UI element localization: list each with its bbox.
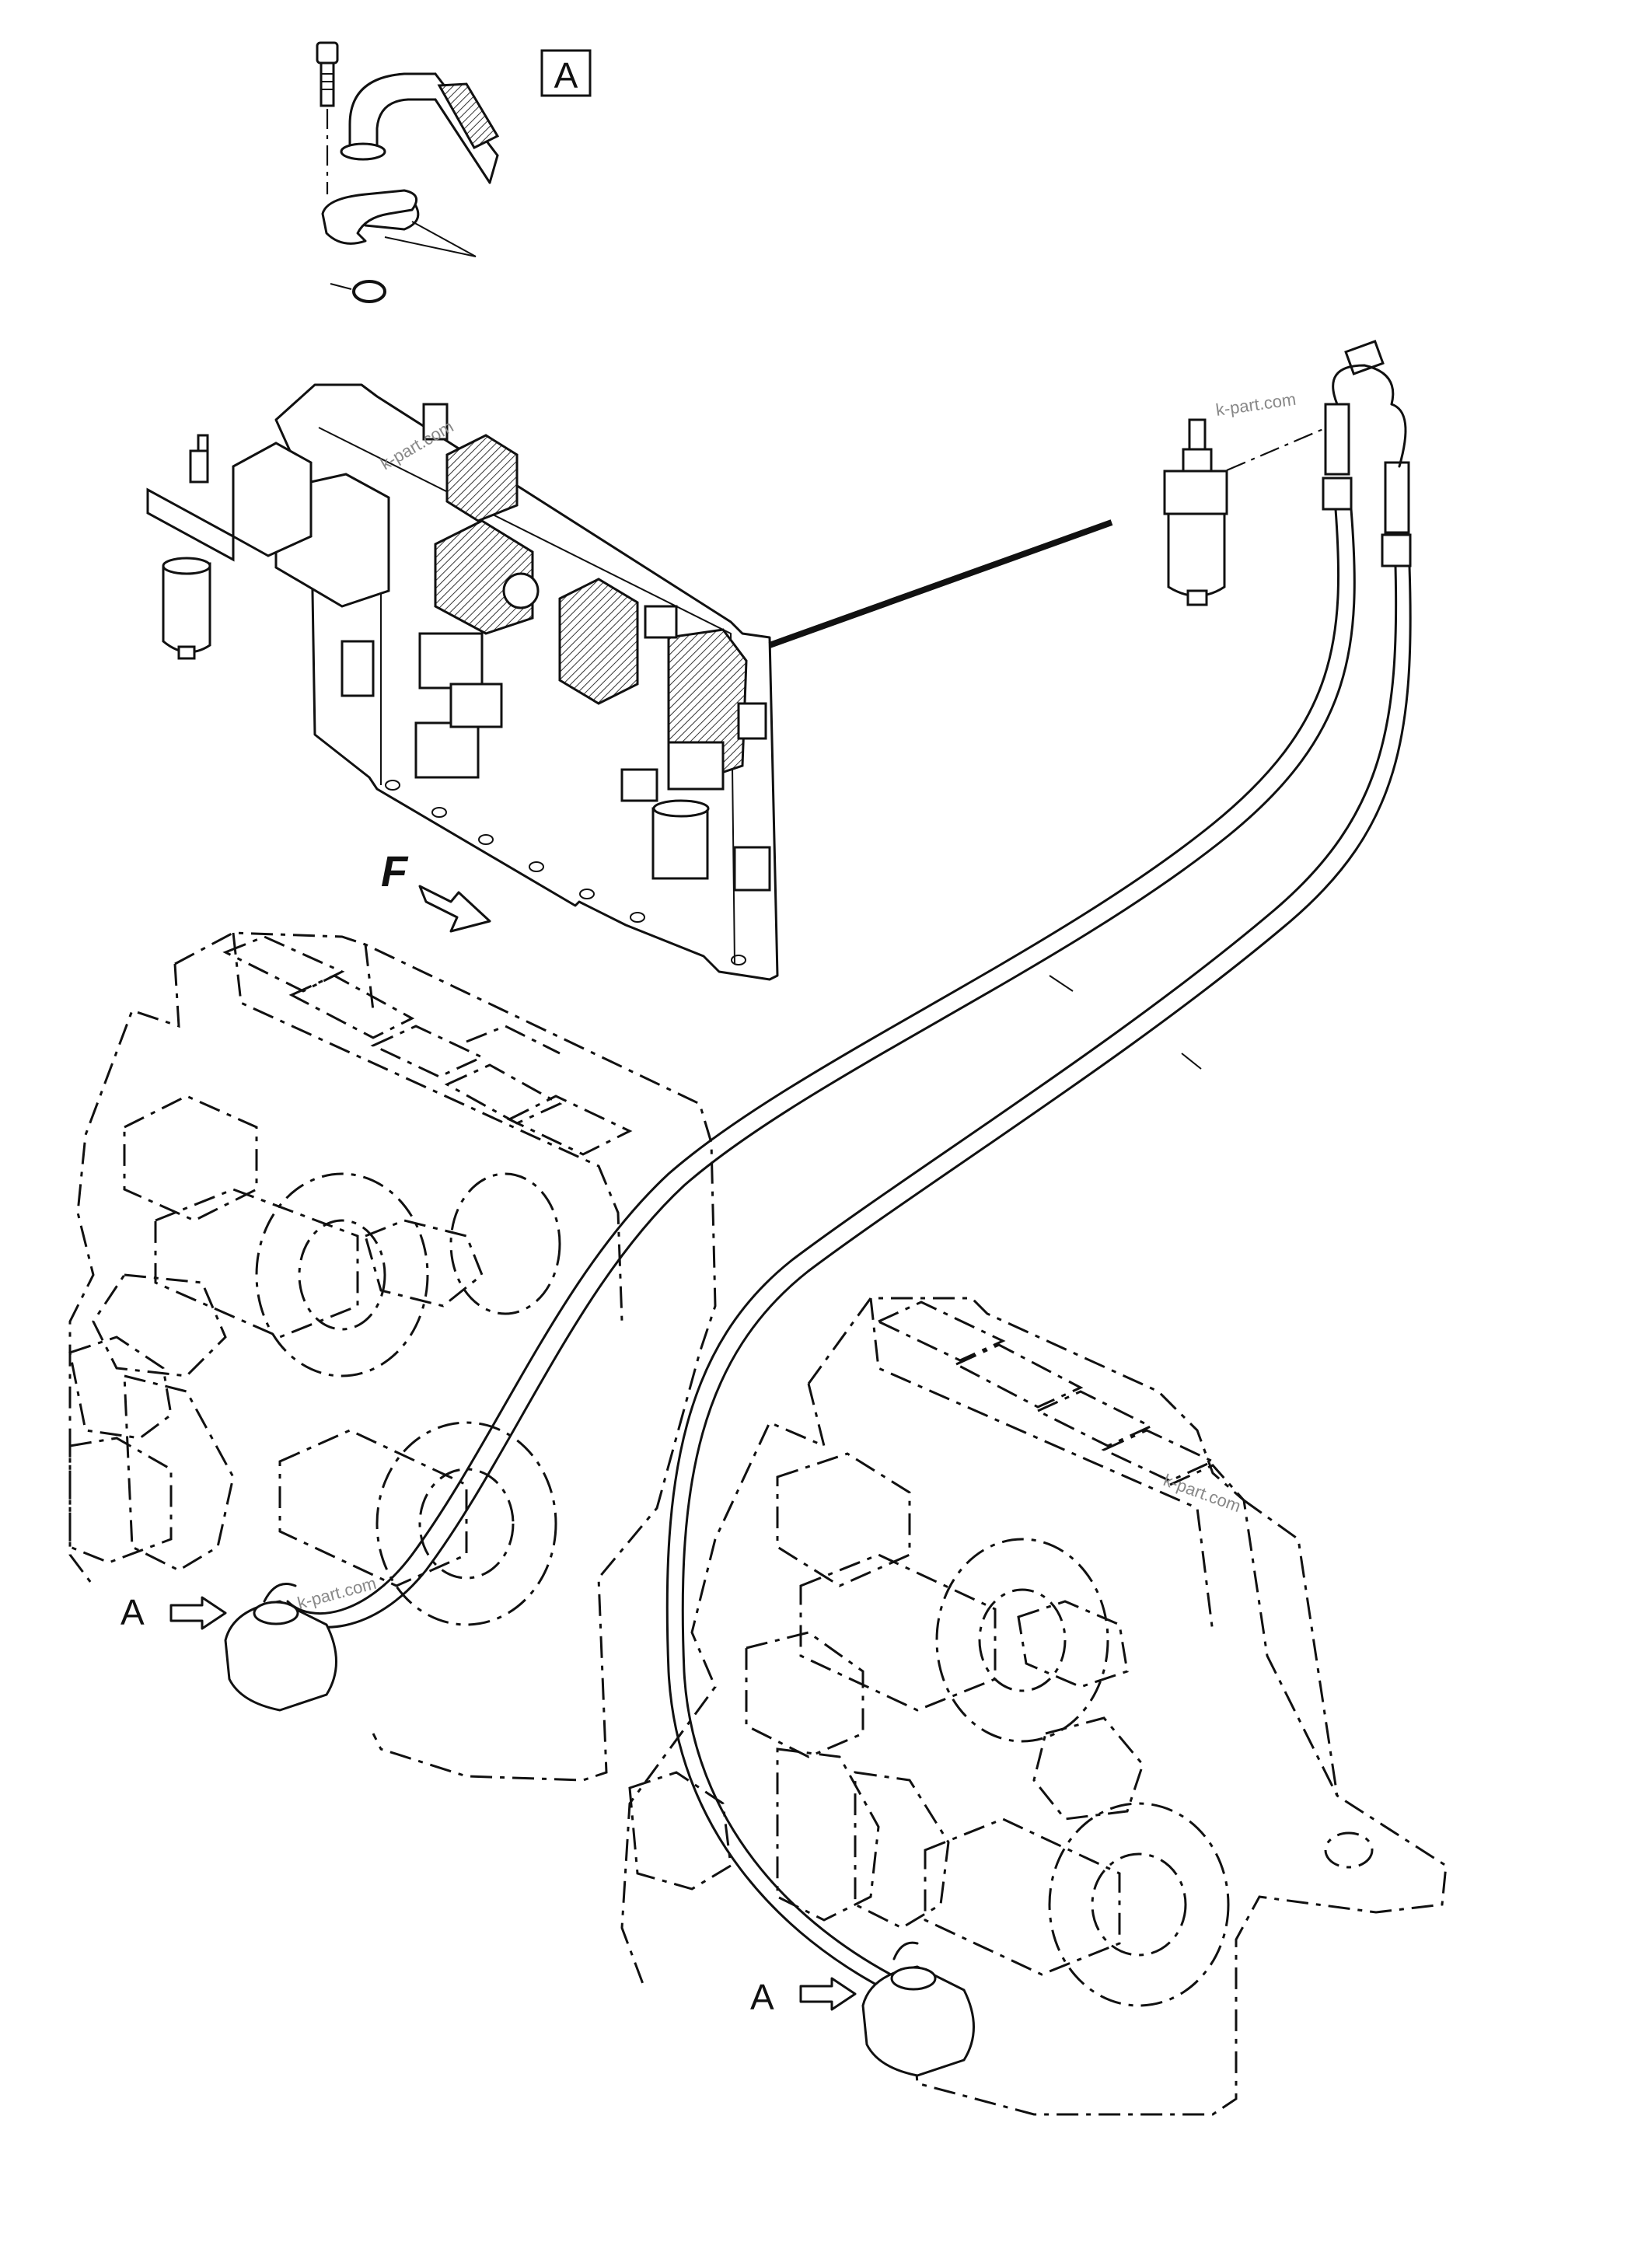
o-ring-icon — [330, 280, 386, 303]
watermark-1: k-part.com — [1214, 389, 1297, 420]
solenoid-coil-1 — [445, 434, 519, 522]
valve-cartridge-8 — [737, 702, 767, 740]
callout-a-right: A — [750, 1977, 857, 2017]
manifold-block-2 — [232, 442, 313, 557]
detail-label-text: A — [554, 55, 578, 96]
gearbox-right — [620, 1297, 1448, 2116]
solenoid-coil-2 — [434, 519, 534, 635]
valve-manifold-panel — [146, 383, 779, 981]
valve-cartridge-7 — [644, 605, 678, 639]
callout-a-left-text: A — [120, 1592, 145, 1632]
solenoid-coil-3 — [558, 578, 639, 705]
callout-a-left-arrow-icon — [169, 1596, 227, 1630]
manifold-block-4 — [414, 721, 480, 779]
watermark-3: k-part.com — [295, 1573, 379, 1613]
watermark-4: k-part.com — [377, 417, 456, 474]
manifold-block-5 — [449, 683, 503, 728]
detail-a: A — [316, 41, 592, 303]
filter-left — [146, 434, 235, 660]
filter-right — [1163, 418, 1346, 606]
hose-clamp-mark-1 — [1049, 975, 1074, 992]
manifold-block-3 — [418, 632, 484, 690]
view-label-text: F — [381, 847, 409, 896]
gearbox-left — [68, 931, 717, 1782]
callout-a-left: A — [120, 1592, 227, 1632]
leader-line — [768, 519, 1113, 648]
valve-cartridge-3 — [620, 768, 658, 802]
view-direction-f: F — [381, 847, 491, 933]
hose-2 — [665, 564, 1412, 1995]
hose-1 — [286, 508, 1356, 1629]
valve-cartridge-5 — [733, 846, 771, 892]
mounting-holes — [385, 780, 746, 965]
bolt-icon — [316, 41, 339, 194]
callout-a-right-text: A — [750, 1977, 774, 2017]
valve-cartridge-1 — [341, 640, 375, 697]
elbow-fittings-top — [1322, 340, 1412, 567]
hose-clamp-mark-2 — [1181, 1053, 1202, 1070]
elbow-hose-fitting — [340, 72, 500, 184]
split-flange-icon — [321, 189, 477, 257]
pump-left-connection — [224, 1583, 337, 1712]
valve-cartridge-2 — [667, 741, 725, 791]
detail-label-box — [540, 49, 592, 97]
watermark-2: k-part.com — [1161, 1470, 1243, 1516]
valve-cartridge-6 — [422, 403, 449, 441]
pump-right-connection — [861, 1941, 975, 2077]
view-arrow-icon — [418, 885, 491, 933]
valve-cartridge-4 — [651, 807, 709, 880]
callout-a-right-arrow-icon — [799, 1977, 857, 2011]
